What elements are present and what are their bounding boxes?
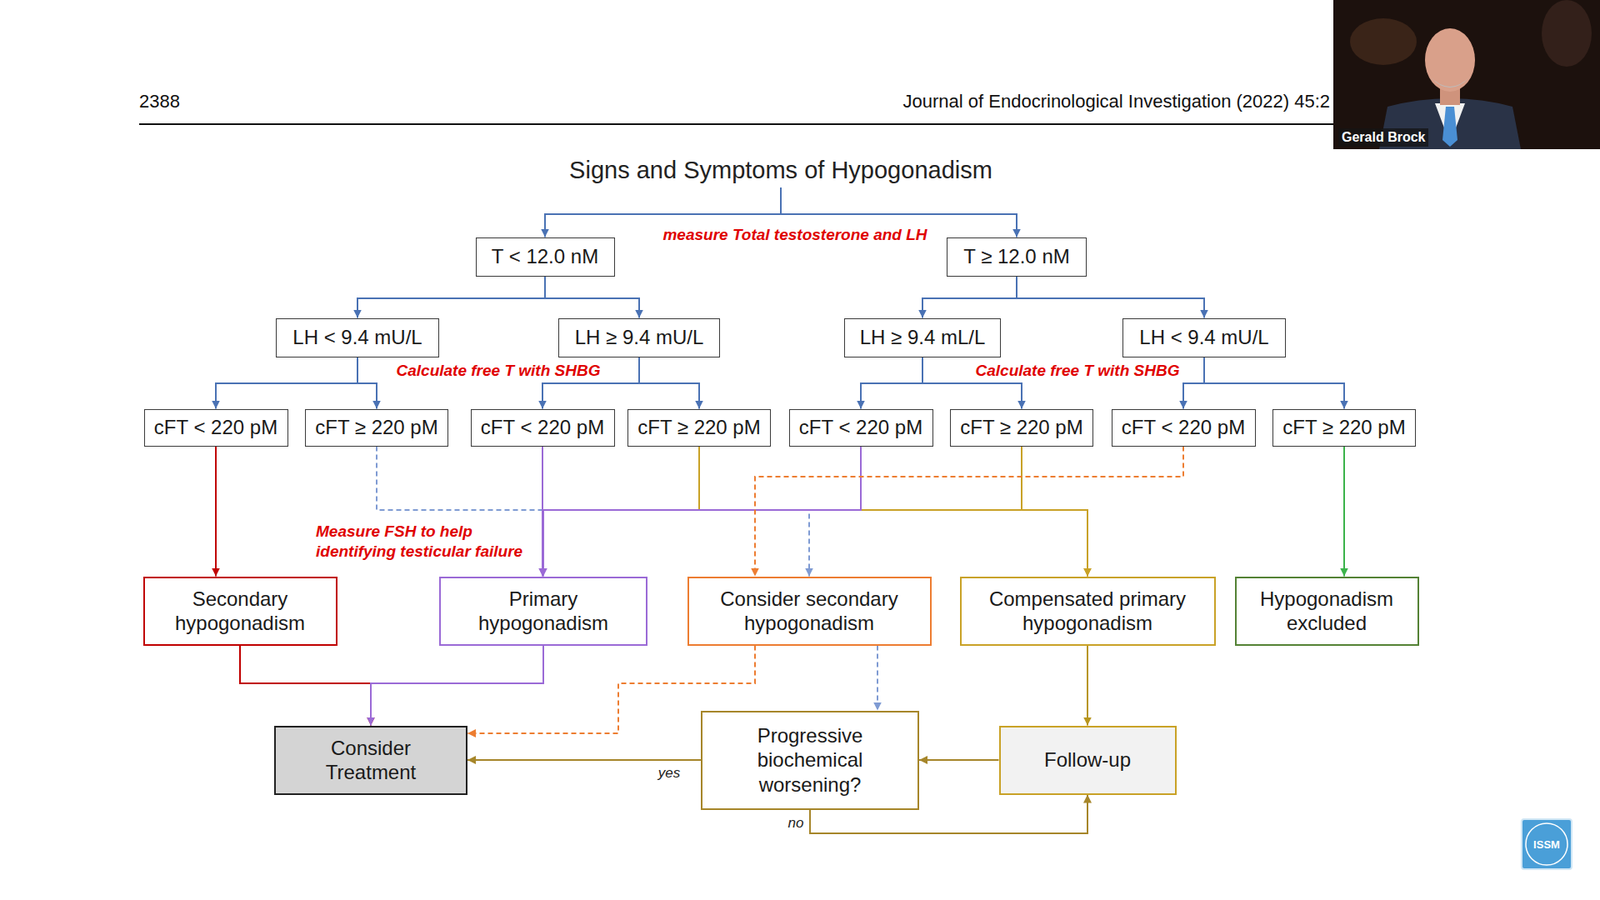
criterion-box: cFT ≥ 220 pM [305, 409, 449, 447]
edge-label: no [786, 815, 806, 832]
connector-arrow [357, 357, 377, 410]
logo-text: ISSM [1533, 838, 1560, 851]
node-text: LH < 9.4 mU/L [1139, 325, 1269, 350]
connector-arrow [1204, 357, 1345, 410]
node-text: cFT < 220 pM [154, 415, 278, 440]
connector-arrow [922, 276, 1017, 319]
node-text: Signs and Symptoms of Hypogonadism [569, 155, 993, 185]
connector-arrow [543, 446, 861, 577]
connector-arrow [215, 357, 358, 410]
node-text: LH ≥ 9.4 mU/L [575, 325, 705, 350]
outcome-box: Compensated primary hypogonadism [960, 576, 1216, 646]
criterion-box: T < 12.0 nM [475, 237, 615, 277]
instruction-note: Calculate free T with SHBG [973, 361, 1183, 380]
node-text: Consider secondary hypogonadism [697, 586, 922, 636]
criterion-box: LH ≥ 9.4 mU/L [558, 318, 720, 358]
webcam-beard [1430, 76, 1470, 88]
criterion-box: LH < 9.4 mU/L [275, 318, 440, 358]
node-text: Progressive biochemical worsening? [710, 723, 910, 797]
outcome-box: Hypogonadism excluded [1235, 576, 1420, 646]
criterion-box: cFT < 220 pM [470, 409, 615, 447]
connector-arrow [1343, 446, 1345, 577]
criterion-box: T ≥ 12.0 nM [946, 237, 1087, 277]
webcam-tie [1442, 106, 1458, 147]
criterion-box: LH ≥ 9.4 mL/L [844, 318, 1001, 358]
connector-arrow [919, 759, 1000, 761]
node-text: Compensated primary hypogonadism [970, 586, 1206, 636]
criterion-box: cFT ≥ 220 pM [950, 409, 1094, 447]
connector-arrow [699, 446, 1088, 577]
connector-arrow [639, 357, 700, 410]
webcam-background [1541, 0, 1592, 67]
connector-arrow [357, 276, 545, 319]
node-text: LH < 9.4 mU/L [292, 325, 422, 350]
node-text: cFT ≥ 220 pM [1282, 415, 1405, 440]
criterion-box: cFT ≥ 220 pM [627, 409, 771, 447]
connector-arrow [545, 276, 640, 319]
page-number: 2388 [139, 90, 180, 113]
criterion-box: cFT < 220 pM [144, 409, 289, 447]
criterion-box: cFT ≥ 220 pM [1272, 409, 1416, 447]
webcam-head [1425, 28, 1475, 92]
connector-arrow [755, 446, 1184, 577]
connector-arrow [1016, 276, 1205, 319]
instruction-note: Calculate free T with SHBG [394, 361, 604, 380]
node-text: cFT < 220 pM [1121, 415, 1245, 440]
action-box: Consider Treatment [274, 725, 468, 795]
logo-square [1521, 819, 1572, 870]
connector-arrow [467, 759, 701, 761]
outcome-box: Consider secondary hypogonadism [687, 576, 932, 646]
fsh-note: Measure FSH to help identifying testicul… [313, 521, 537, 562]
node-text: cFT ≥ 220 pM [960, 415, 1083, 440]
node-text: T < 12.0 nM [491, 244, 599, 269]
header-rule [139, 123, 1334, 125]
criterion-box: cFT < 220 pM [789, 409, 934, 447]
node-text: Consider Treatment [284, 735, 458, 785]
decision-box: Progressive biochemical worsening? [700, 710, 920, 810]
flow-root-heading: Signs and Symptoms of Hypogonadism [530, 154, 1031, 188]
criterion-box: LH < 9.4 mU/L [1122, 318, 1286, 358]
instruction-note: measure Total testosterone and LH [660, 225, 930, 245]
outcome-box: Primary hypogonadism [439, 576, 648, 646]
connector-arrow [370, 645, 544, 726]
node-text: cFT ≥ 220 pM [315, 415, 438, 440]
connector-arrow [1086, 645, 1089, 726]
node-text: cFT < 220 pM [799, 415, 923, 440]
node-text: LH ≥ 9.4 mL/L [860, 325, 986, 350]
node-text: Hypogonadism excluded [1245, 586, 1410, 636]
outcome-box: Secondary hypogonadism [143, 576, 338, 646]
webcam-frame [1333, 0, 1600, 150]
connector-arrow [876, 645, 879, 711]
presenter-name: Gerald Brock [1338, 128, 1429, 147]
connector-arrow [1183, 357, 1205, 410]
connector-arrow [215, 446, 217, 577]
node-text: Primary hypogonadism [449, 586, 638, 636]
connector-arrow [240, 645, 371, 726]
node-text: cFT ≥ 220 pM [637, 415, 760, 440]
connector-arrow [860, 357, 923, 410]
criterion-box: cFT < 220 pM [1111, 409, 1256, 447]
connector-arrow [1021, 446, 1088, 577]
journal-header: Journal of Endocrinological Investigatio… [903, 90, 1330, 113]
node-text: Secondary hypogonadism [153, 586, 328, 636]
webcam-lamp-glow [1350, 18, 1417, 65]
logo-ring [1525, 823, 1568, 865]
node-text: T ≥ 12.0 nM [963, 244, 1070, 269]
node-text: cFT < 220 pM [480, 415, 605, 440]
edge-label: yes [656, 765, 682, 782]
node-text: Follow-up [1044, 747, 1131, 772]
process-box: Follow-up [999, 725, 1177, 795]
